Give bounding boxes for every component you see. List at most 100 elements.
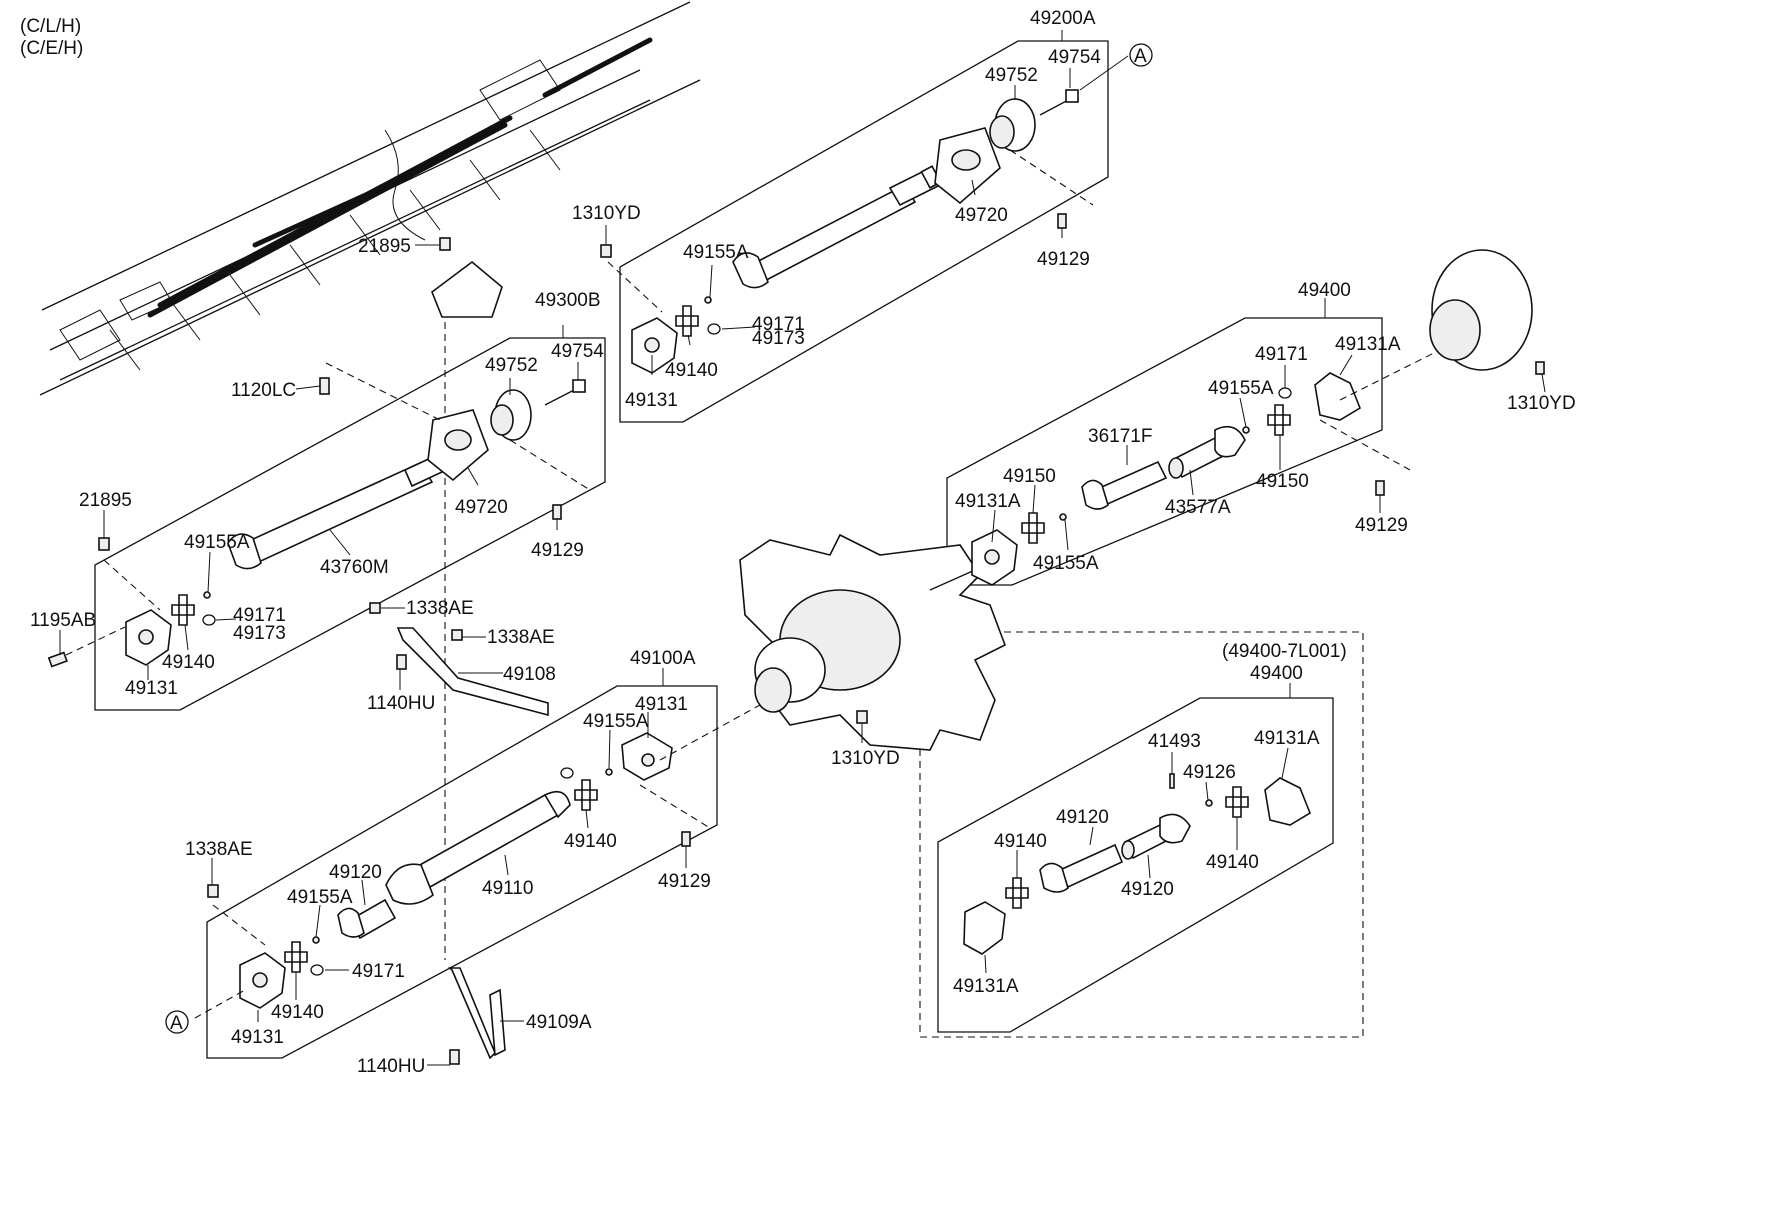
callout-49100a: 49100A <box>630 648 696 669</box>
callout-49400: 49400 <box>1298 280 1351 301</box>
callout-21895-lower: 21895 <box>79 490 132 511</box>
snap-ring-49171-upper <box>707 323 721 335</box>
callout-49120-variant-r: 49120 <box>1121 879 1174 900</box>
reference-marker-a-upper: A <box>1129 43 1153 67</box>
center-bearing-middle <box>427 409 489 482</box>
ujoint-49140-variant-left <box>1005 877 1029 909</box>
callout-49150-right: 49150 <box>1256 471 1309 492</box>
callout-1120lc: 1120LC <box>231 380 296 401</box>
rear-axle-housing <box>739 533 1007 751</box>
propeller-shaft-front <box>227 454 444 570</box>
bracket-49108 <box>369 602 549 717</box>
strap-49109a <box>448 967 506 1065</box>
callout-1338ae-b: 1338AE <box>487 627 555 648</box>
callout-49140-upper: 49140 <box>665 360 718 381</box>
callout-49300b: 49300B <box>535 290 601 311</box>
shaft-49120-variant-right <box>1121 813 1191 860</box>
header-line-1: (C/L/H) <box>20 16 81 37</box>
marker-a-lower-label: A <box>170 1013 183 1034</box>
callout-43760m: 43760M <box>320 557 389 578</box>
ujoint-49150-right <box>1267 404 1291 436</box>
callout-49155a-upper: 49155A <box>683 242 749 263</box>
callout-49120-lower: 49120 <box>329 862 382 883</box>
callout-49155a-middle: 49155A <box>184 532 250 553</box>
callout-49400-7l001: (49400-7L001) <box>1222 641 1347 662</box>
callout-1338ae-a: 1338AE <box>406 598 474 619</box>
callout-49150-left: 49150 <box>1003 466 1056 487</box>
snap-ring-49171-middle <box>202 614 216 626</box>
callout-49131-upper: 49131 <box>625 390 678 411</box>
yoke-49131-lower-left <box>239 952 286 1009</box>
bolt-49129-lower <box>681 831 691 847</box>
callout-1140hu-lower: 1140HU <box>357 1056 425 1077</box>
callout-21895-upper: 21895 <box>358 236 411 257</box>
snap-ring-49171-49400 <box>1278 387 1292 399</box>
bolt-21895-lower <box>98 537 110 551</box>
yoke-49131a-upper <box>1314 372 1361 421</box>
callout-49140-middle: 49140 <box>162 652 215 673</box>
callout-49155a-49400: 49155A <box>1208 378 1274 399</box>
propeller-shaft-rear <box>732 165 942 289</box>
callout-49140-lower-r: 49140 <box>564 831 617 852</box>
snap-ring-lower-right <box>560 767 574 779</box>
ujoint-49140-lower-left <box>284 941 308 973</box>
callout-49173-upper: 49173 <box>752 328 805 349</box>
callout-49131a-variant-r: 49131A <box>1254 728 1320 749</box>
callout-49754-upper: 49754 <box>1048 47 1101 68</box>
group-box-49400 <box>946 317 1383 586</box>
callout-labels: 49200A 49754 49752 49720 49129 1310YD 49… <box>30 8 1576 1077</box>
bolt-1120lc <box>319 377 330 395</box>
bolt-1338ae-lower <box>207 884 219 898</box>
shaft-43577a <box>1168 425 1246 479</box>
callout-1140hu-upper: 1140HU <box>367 693 435 714</box>
grease-nipple-upper <box>704 296 712 304</box>
bolt-1310yd-axle <box>856 710 868 724</box>
callout-1338ae-lower: 1338AE <box>185 839 253 860</box>
differential-flange <box>1429 249 1533 371</box>
callout-49171-upper: 49171 <box>752 314 805 335</box>
callout-1310yd-upper: 1310YD <box>572 203 641 224</box>
callout-49752-upper: 49752 <box>985 65 1038 86</box>
yoke-49131-middle <box>125 609 172 666</box>
bracket-21895 <box>431 237 503 318</box>
callout-49129-upper: 49129 <box>1037 249 1090 270</box>
callout-49752-middle: 49752 <box>485 355 538 376</box>
callout-49126: 49126 <box>1183 762 1236 783</box>
callout-1195ab: 1195AB <box>30 610 96 631</box>
callout-49129-right: 49129 <box>1355 515 1408 536</box>
reference-marker-a-lower: A <box>165 1010 189 1034</box>
callout-49109a: 49109A <box>526 1012 592 1033</box>
flange-companion-middle <box>490 389 532 441</box>
callout-49171-49400: 49171 <box>1255 344 1308 365</box>
callout-49120-variant-l: 49120 <box>1056 807 1109 828</box>
bolt-49129-upper <box>1057 213 1067 229</box>
group-box-49400-variant <box>937 697 1334 1033</box>
callout-49171-middle: 49171 <box>233 605 286 626</box>
ujoint-49140-variant-right <box>1225 786 1249 818</box>
callout-49140-lower-l: 49140 <box>271 1002 324 1023</box>
yoke-49131a-variant-left <box>963 901 1006 955</box>
callout-49200a: 49200A <box>1030 8 1096 29</box>
group-box-49100a <box>206 685 718 1059</box>
grease-nipple-lower-left <box>312 936 320 944</box>
callout-49131-lower-r: 49131 <box>635 694 688 715</box>
flange-companion-upper <box>989 98 1036 152</box>
grease-nipple-49155a-upper <box>1242 426 1250 434</box>
grease-nipple-middle <box>203 591 211 599</box>
ujoint-49140-lower-right <box>574 779 598 811</box>
variant-dashed-box <box>919 631 1364 1038</box>
pin-41493 <box>1169 773 1175 789</box>
snap-ring-49171-lower <box>310 964 324 976</box>
ujoint-49150-left <box>1021 512 1045 544</box>
yoke-49131a-variant-right <box>1264 777 1311 826</box>
grease-nipple-49126 <box>1205 799 1213 807</box>
callout-1310yd-right: 1310YD <box>1507 393 1576 414</box>
callout-49131a-variant-l: 49131A <box>953 976 1019 997</box>
marker-a-upper-label: A <box>1134 46 1147 67</box>
callout-49131-lower-l: 49131 <box>231 1027 284 1048</box>
center-bearing-upper <box>934 127 1001 205</box>
callout-41493: 41493 <box>1148 731 1201 752</box>
bolt-49129-middle <box>552 504 562 520</box>
header-line-2: (C/E/H) <box>20 38 83 59</box>
callout-49171-lower: 49171 <box>352 961 405 982</box>
